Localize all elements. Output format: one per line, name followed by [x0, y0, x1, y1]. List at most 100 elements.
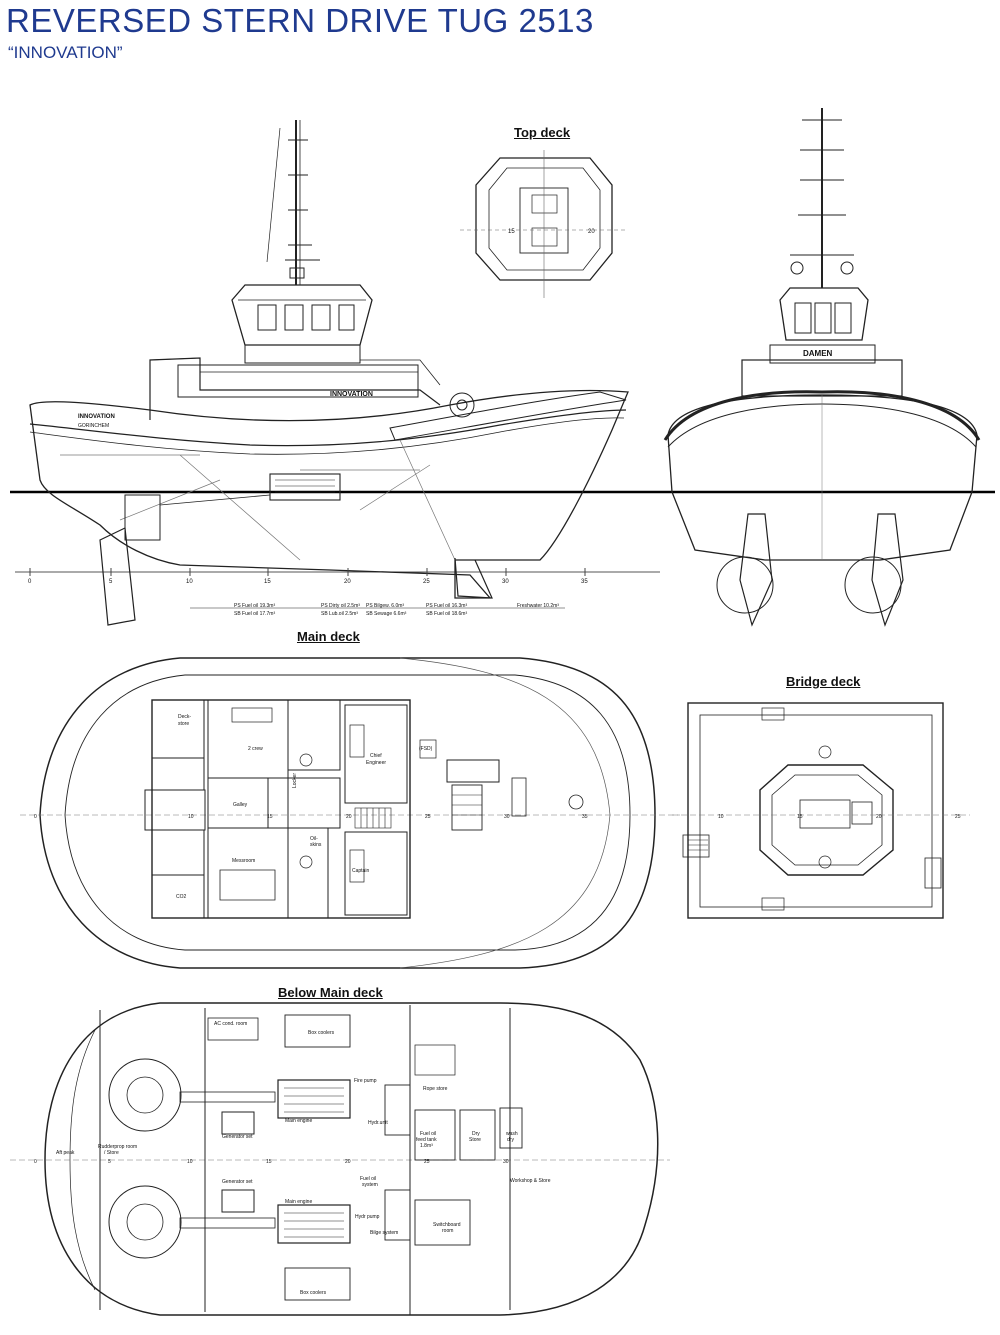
messroom-table	[219, 869, 276, 901]
rudderprop-bottom-inner	[126, 1203, 164, 1241]
front-window-1	[794, 302, 812, 334]
below-frame-25: 25	[424, 1159, 430, 1165]
label-chief-2: Engineer	[366, 760, 386, 766]
box-coolers-top	[284, 1014, 351, 1048]
profile-frame-25: 25	[423, 579, 430, 585]
main-deck-room-labels: Deck- store 2 crew Chief Engineer (FSD) …	[176, 714, 433, 900]
main-deck-bitt	[511, 777, 527, 817]
label-fuel-oil-1: Fuel oil	[420, 1131, 436, 1137]
main-deck-frame-25: 25	[425, 814, 431, 820]
bridge-console	[799, 799, 851, 829]
bridge-lifebuoy-bottom	[761, 897, 785, 911]
profile-frame-0: 0	[28, 579, 32, 585]
shaft-top	[179, 1091, 276, 1103]
label-oilskins-1: Oil-	[310, 836, 318, 842]
room-co2	[151, 874, 205, 919]
main-deck-bulwark	[64, 674, 631, 951]
main-deck-fsd-box	[419, 739, 437, 759]
below-frame-15: 15	[266, 1159, 272, 1165]
bridge-wheelhouse-inner	[771, 774, 883, 866]
profile-stern-name-2: GORINCHEM	[78, 423, 109, 429]
profile-stern-name-1: INNOVATION	[78, 414, 115, 420]
label-box-coolers-top: Box coolers	[308, 1030, 335, 1036]
room-shower-1	[287, 699, 341, 771]
main-deck-outline	[39, 657, 656, 969]
rudderprop-top	[108, 1058, 182, 1132]
bridge-lifebuoy-top	[761, 707, 785, 721]
label-main-engine-top: Main engine	[285, 1118, 312, 1124]
bridge-ladder	[682, 834, 710, 858]
side-profile: INNOVATION GORINCHEM INNOVATION	[10, 120, 995, 626]
hydr-unit-box	[384, 1084, 411, 1136]
front-wheelhouse-name: DAMEN	[803, 349, 833, 358]
main-deck-fender-line	[399, 657, 611, 969]
top-deck-console-2	[531, 227, 558, 247]
hydr-pump-box	[384, 1189, 411, 1241]
below-frame-10: 10	[187, 1159, 193, 1165]
profile-wheelhouse-base	[244, 344, 361, 364]
room-deck-store	[151, 699, 205, 759]
front-propeller-left	[716, 556, 774, 614]
profile-mast-crossbars	[285, 139, 320, 261]
profile-window-2	[284, 304, 304, 331]
main-deck-winch-drum	[451, 784, 483, 831]
label-captain: Captain	[352, 868, 369, 874]
profile-bow-fender	[389, 391, 627, 441]
tank-sb-sewage: SB Sewage 6.6m³	[366, 611, 407, 617]
profile-frame-30: 30	[502, 579, 509, 585]
room-store-2	[151, 757, 205, 791]
ac-room	[207, 1017, 259, 1041]
bed-captain	[349, 849, 365, 883]
profile-frame-ticks	[29, 568, 586, 576]
profile-frame-15: 15	[264, 579, 271, 585]
main-deck-frame-15: 15	[267, 814, 273, 820]
label-fuel-system-2: system	[362, 1182, 378, 1188]
room-wc-left	[151, 829, 205, 876]
bridge-ladder-rungs	[688, 839, 708, 851]
room-corridor	[287, 777, 341, 829]
front-thruster-right	[871, 513, 904, 627]
profile-house-block	[177, 364, 419, 398]
profile-mast-stay	[266, 127, 281, 263]
label-bilge-system: Bilge system	[370, 1230, 398, 1236]
tank-sb-fuel-2: SB Fuel oil 18.6m³	[426, 611, 467, 617]
front-fender-top	[663, 390, 981, 441]
below-frame-30: 30	[503, 1159, 509, 1165]
main-engine-top-detail	[284, 1087, 344, 1113]
main-deck-frame-30: 30	[504, 814, 510, 820]
top-deck-inner	[488, 167, 601, 271]
main-deck-hatch	[568, 794, 584, 810]
profile-thruster-housing	[124, 494, 161, 541]
label-fuel-oil-3: 1.8m³	[420, 1143, 433, 1149]
winch-drum-lines	[452, 794, 482, 816]
main-deck-frame-10: 10	[188, 814, 194, 820]
wash-dry	[499, 1107, 523, 1149]
profile-skeg	[454, 557, 493, 599]
section-label-below-main-deck: Below Main deck	[278, 985, 383, 1000]
room-shower-2	[287, 827, 329, 919]
label-rudderprop-1: Rudderprop room	[98, 1144, 137, 1150]
label-rope-store: Rope store	[423, 1086, 448, 1092]
main-engine-bottom-detail	[284, 1212, 344, 1238]
bridge-frame-25: 25	[955, 814, 961, 820]
main-deck-frame-35: 35	[582, 814, 588, 820]
profile-interior-lines	[60, 439, 456, 561]
label-workshop: Workshop & Store	[510, 1178, 551, 1184]
label-hydr-unit: Hydr.unit	[368, 1120, 388, 1126]
below-deck-room-labels: AC cond. room Box coolers Fire pump Rope…	[56, 1021, 551, 1296]
rudderprop-bottom	[108, 1185, 182, 1259]
label-aft-peak: Aft peak	[56, 1150, 75, 1156]
profile-frame-20: 20	[344, 579, 351, 585]
label-hydr-pump: Hydr pump	[355, 1214, 380, 1220]
tank-labels: PS Fuel oil 19.3m³ SB Fuel oil 17.7m³ PS…	[234, 603, 559, 617]
section-label-top-deck: Top deck	[514, 125, 571, 140]
label-fsd: (FSD)	[419, 746, 433, 752]
front-hull	[667, 394, 978, 561]
bridge-wheelhouse	[759, 764, 894, 876]
below-deck-frame-numbers: 0 5 10 15 20 25 30	[34, 1159, 509, 1165]
profile-window-3	[311, 304, 331, 331]
profile-engine	[269, 473, 341, 501]
below-main-deck-plan: AC cond. room Box coolers Fire pump Rope…	[10, 1002, 670, 1316]
label-fuel-oil-2: feed tank	[416, 1137, 437, 1143]
bridge-frame-20: 20	[876, 814, 882, 820]
